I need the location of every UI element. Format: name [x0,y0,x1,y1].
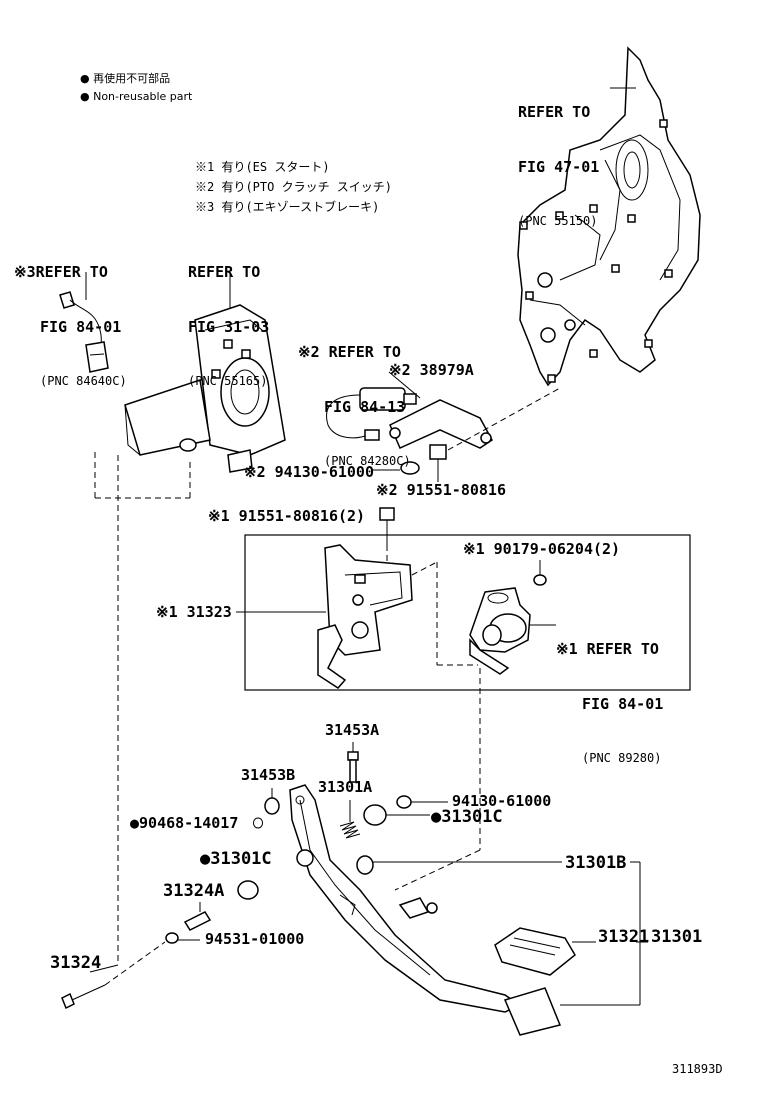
dash-switch-to-bracket [447,387,561,451]
ref-line3: (PNC 84640C) [40,374,127,388]
bushing-31301C-left [237,880,259,900]
part-91551-80816-upper: ※2 91551-80816 [376,481,506,499]
ref-line3: (PNC 89280) [582,751,662,765]
part-31324A: 31324A [163,881,225,901]
ref-line2: FIG 84-01 [582,695,664,713]
diagram-id: 311893D [672,1062,723,1076]
part-94130-61000-upper: ※2 94130-61000 [244,463,374,481]
es-bracket-31323 [317,544,413,689]
master-cylinder-bracket [124,272,286,473]
dash-bracket-to-switch-top [411,561,438,576]
ref-line1: ※1 REFER TO [556,640,659,658]
part-94130-61000-lower: 94130-61000 [452,792,552,810]
part-90468-14017: ●90468-14017 [130,814,239,832]
ref-line2: FIG 31-03 [188,318,270,336]
pushrod-31324 [61,941,166,1010]
ref-fig-47-01: REFER TO FIG 47-01 (PNC 55150) [518,66,599,247]
ref-fig-31-03: REFER TO FIG 31-03 (PNC 55165) [188,226,269,407]
part-94531-01000: 94531-01000 [205,930,305,948]
ref-fig-84-01-switch: ※1 REFER TO FIG 84-01 (PNC 89280) [556,603,663,784]
ref-line3: (PNC 55165) [188,374,268,388]
ref-line1: ※2 REFER TO [298,343,401,361]
part-31301C-right: ●31301C [431,807,503,827]
clip-90468 [253,817,263,829]
legend-jp: ● 再使用不可部品 [80,72,171,85]
part-31321: 31321 [598,927,650,947]
part-31324: 31324 [50,953,102,973]
group-bracket-31301 [560,861,648,1006]
nut-94531 [165,932,200,944]
ref-line3: (PNC 55150) [518,214,598,228]
part-90179-06204: ※1 90179-06204(2) [463,540,621,558]
bushing-31301C-right [363,804,430,826]
clutch-pedal-lever [289,784,522,1013]
part-31323: ※1 31323 [156,603,232,621]
ref-line3: (PNC 84280C) [324,454,411,468]
dash-switch-to-pedal-2 [394,849,481,891]
part-31301C-left: ●31301C [200,849,272,869]
bolt-91551-box [379,507,395,545]
ref-line2: FIG 84-13 [324,398,406,416]
pedal-bracket-assembly [517,46,701,387]
note-2: ※2 有り(PTO クラッチ スイッチ) [195,180,393,194]
pto-clutch-switch [326,371,493,482]
part-31453A: 31453A [325,721,380,739]
ref-fig-84-01-harness: ※3REFER TO FIG 84-01 (PNC 84640C) [14,226,127,407]
part-31301: 31301 [651,927,703,947]
ref-line1: REFER TO [188,263,261,281]
legend-en: ● Non-reusable part [80,90,193,103]
pin-31324A [183,902,212,931]
note-3: ※3 有り(エキゾーストブレーキ) [195,200,380,214]
ref-line1: ※3REFER TO [14,263,108,281]
washer-94130-lower [396,795,448,809]
pin-31453A [347,742,359,783]
ref-line2: FIG 47-01 [518,158,600,176]
part-31301A: 31301A [318,778,373,796]
pedal-pad-31321 [494,927,576,1036]
exhaust-brake-harness [59,272,109,373]
part-31453B: 31453B [241,766,296,784]
part-91551-80816-box: ※1 91551-80816(2) [208,507,366,525]
note-1: ※1 有り(ES スタート) [195,160,330,174]
spring-31301A [339,800,361,839]
ref-fig-84-13: ※2 REFER TO FIG 84-13 (PNC 84280C) [298,306,411,487]
collar-31453B [264,788,280,815]
part-31301B: 31301B [565,853,627,873]
ref-line2: FIG 84-01 [40,318,122,336]
ref-line1: REFER TO [518,103,591,121]
es-start-switch [469,560,556,675]
part-38979A: ※2 38979A [389,361,474,379]
